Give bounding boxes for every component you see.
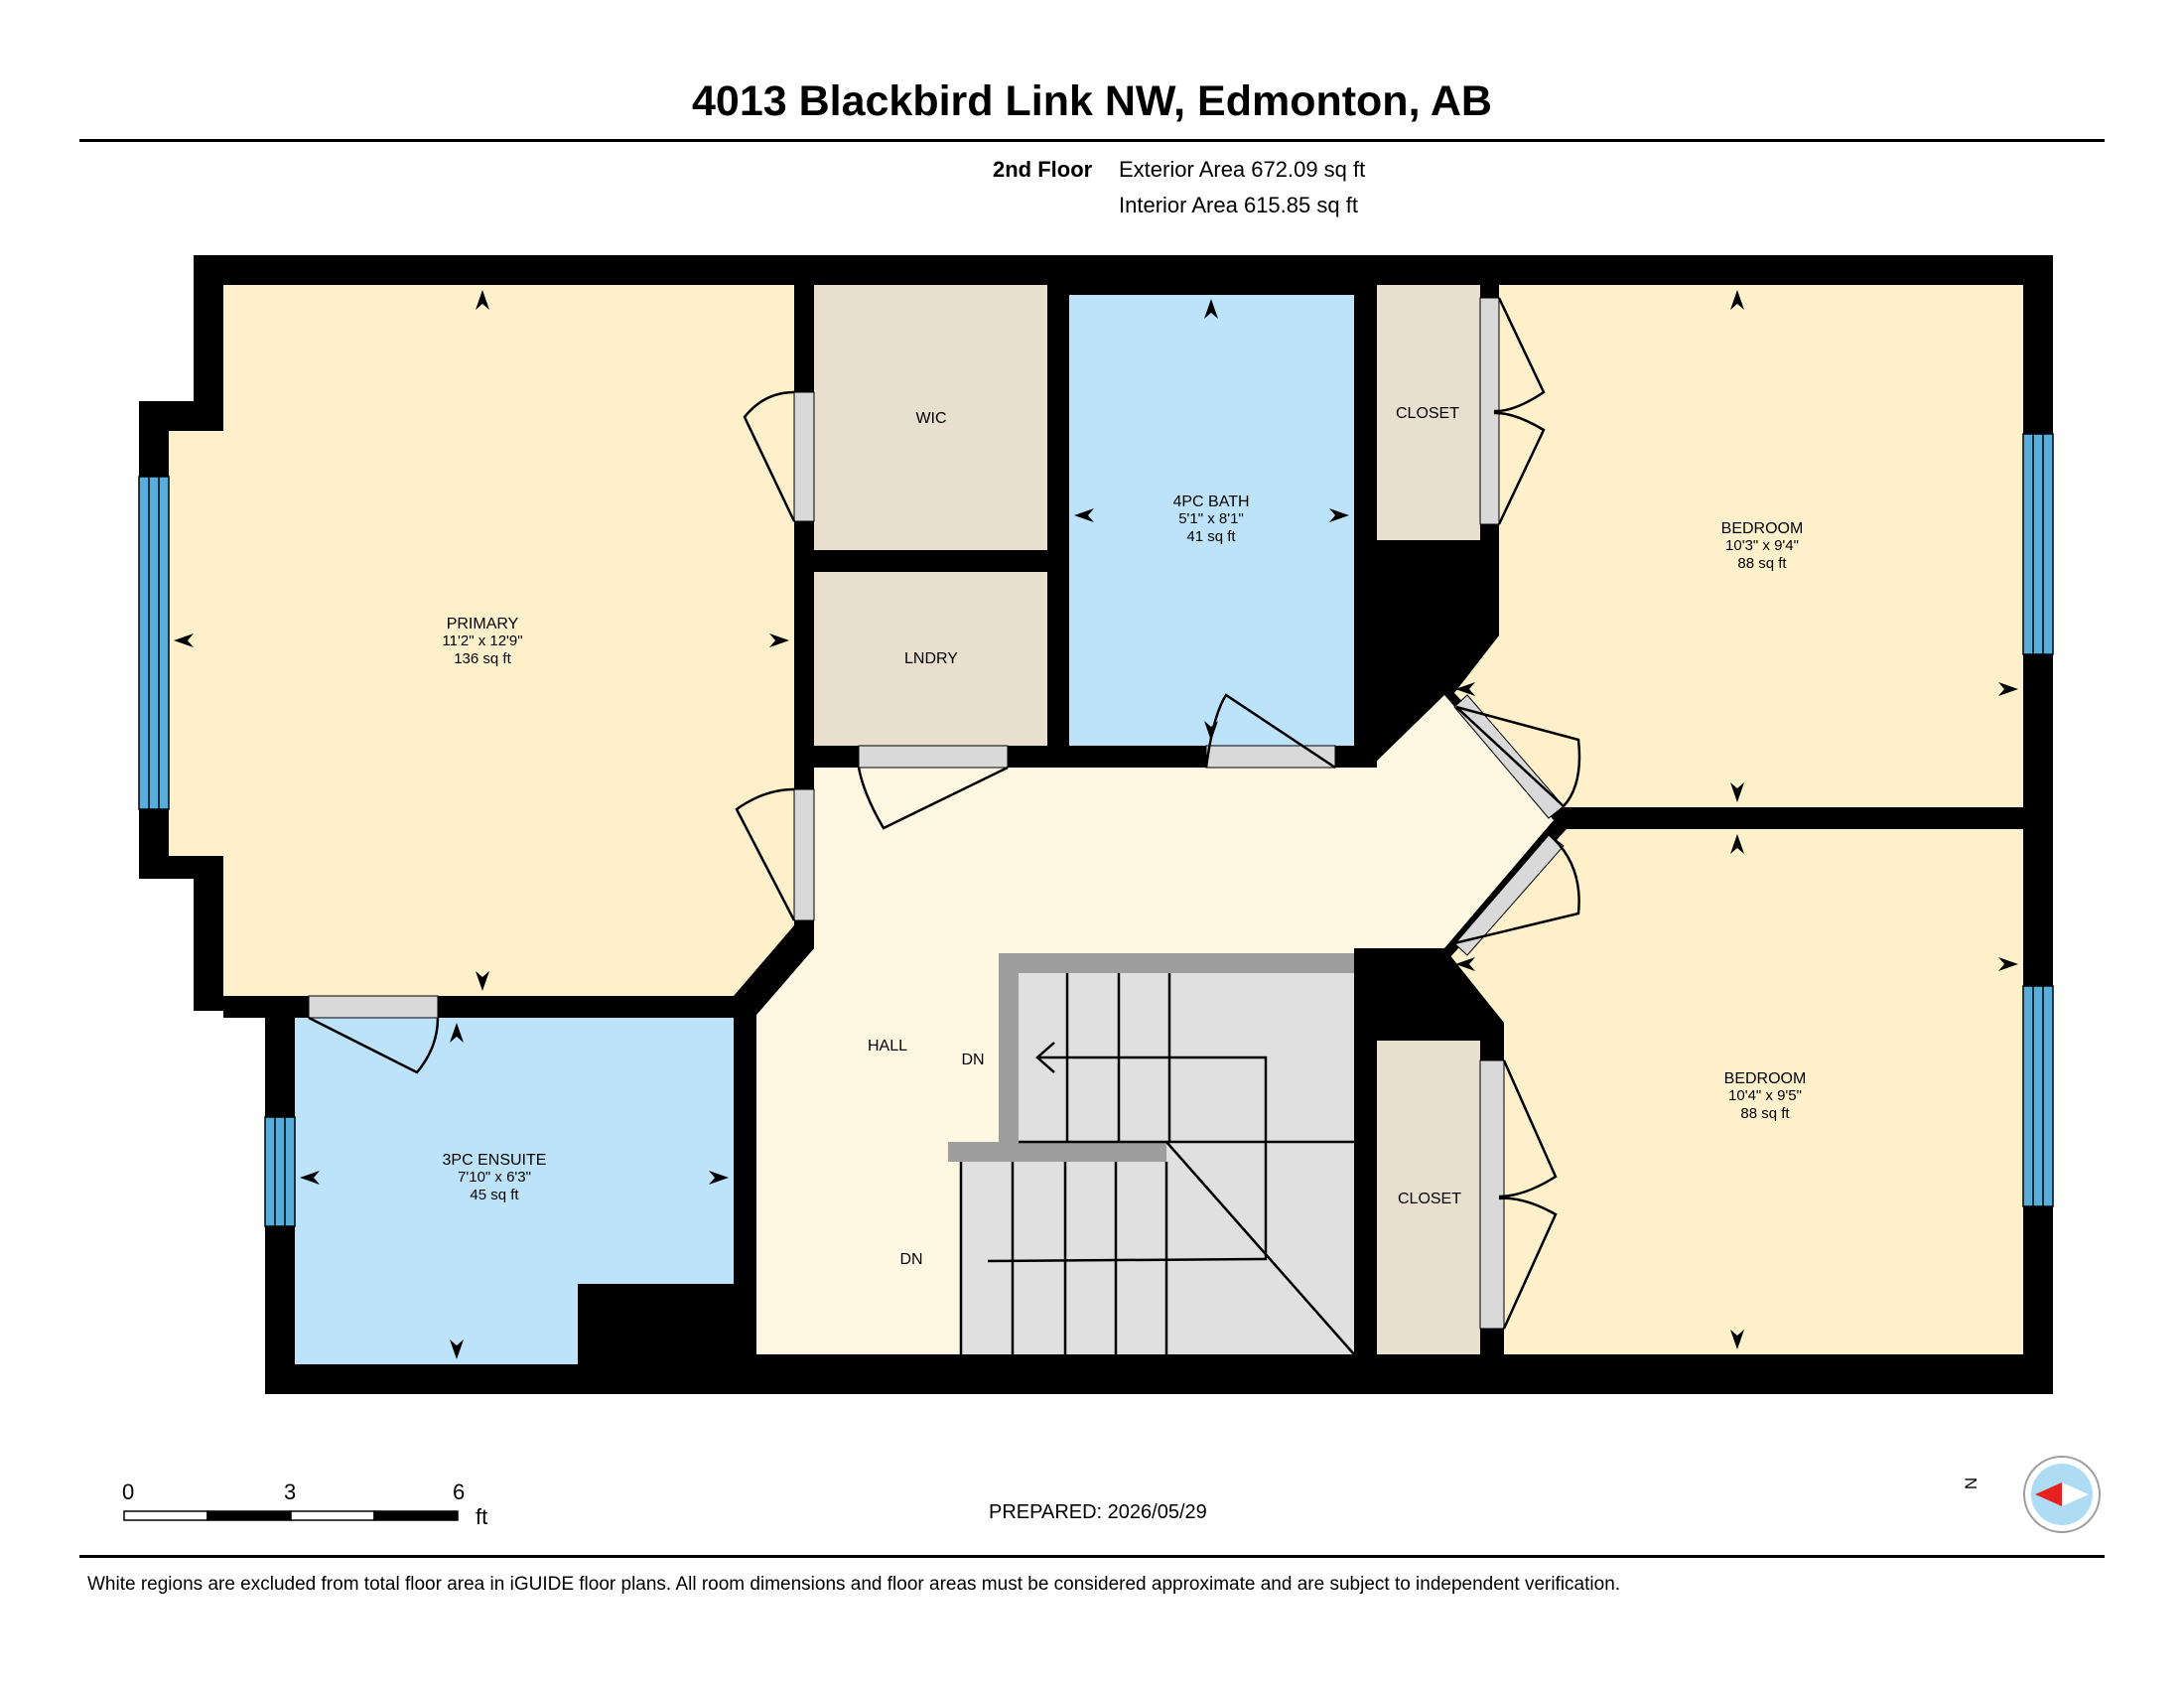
ensuite-floor bbox=[295, 1018, 734, 1364]
staircase bbox=[948, 953, 1355, 1355]
ensuite-area: 45 sq ft bbox=[470, 1187, 519, 1203]
closet-bottom-floor bbox=[1377, 1041, 1480, 1354]
closet-top-floor bbox=[1377, 285, 1480, 540]
header-rule bbox=[79, 139, 2105, 142]
bedroom-bottom-name: BEDROOM bbox=[1724, 1070, 1807, 1087]
bedroom-top-floor bbox=[1454, 285, 2023, 807]
closet-top-name: CLOSET bbox=[1396, 405, 1459, 422]
stairs-dn-top: DN bbox=[961, 1052, 984, 1068]
compass-icon bbox=[2023, 1456, 2101, 1533]
door-openings bbox=[308, 297, 1565, 1330]
scale-tick-0: 0 bbox=[122, 1479, 135, 1504]
laundry-floor bbox=[814, 572, 1047, 746]
wic-name: WIC bbox=[915, 410, 946, 427]
scale-tick-6: 6 bbox=[453, 1479, 466, 1504]
primary-name: PRIMARY bbox=[447, 616, 519, 633]
closet-bottom-name: CLOSET bbox=[1398, 1191, 1461, 1207]
bath-dims: 5'1" x 8'1" bbox=[1178, 510, 1244, 527]
door-swings bbox=[308, 297, 1581, 1330]
footer-rule bbox=[79, 1555, 2105, 1558]
primary-area: 136 sq ft bbox=[454, 650, 511, 667]
bedroom-top-area: 88 sq ft bbox=[1737, 555, 1787, 572]
bedroom-bottom-dims: 10'4" x 9'5" bbox=[1728, 1087, 1802, 1104]
exterior-area: Exterior Area 672.09 sq ft bbox=[1119, 157, 1366, 182]
prepared-date: PREPARED: 2026/05/29 bbox=[989, 1501, 1207, 1523]
scale-bar bbox=[123, 1510, 459, 1521]
dimension-arrows bbox=[174, 290, 2018, 1359]
bath-name: 4PC BATH bbox=[1172, 493, 1249, 510]
windows bbox=[138, 433, 2054, 1227]
primary-bedroom-floor bbox=[169, 285, 794, 996]
ensuite-name: 3PC ENSUITE bbox=[443, 1152, 547, 1169]
ensuite-dims: 7'10" x 6'3" bbox=[458, 1169, 531, 1186]
lndry-name: LNDRY bbox=[904, 650, 958, 667]
bedroom-bottom-area: 88 sq ft bbox=[1740, 1105, 1790, 1122]
scale-unit: ft bbox=[476, 1504, 488, 1529]
floor-label: 2nd Floor bbox=[993, 157, 1093, 182]
disclaimer: White regions are excluded from total fl… bbox=[87, 1574, 1621, 1595]
plan-title: 4013 Blackbird Link NW, Edmonton, AB bbox=[692, 77, 1492, 125]
compass-north-label: N bbox=[1962, 1477, 1981, 1490]
bedroom-top-dims: 10'3" x 9'4" bbox=[1725, 537, 1799, 554]
hall-name: HALL bbox=[868, 1038, 907, 1055]
bath-area: 41 sq ft bbox=[1186, 528, 1236, 545]
bath-floor bbox=[1069, 295, 1354, 746]
scale-tick-3: 3 bbox=[284, 1479, 297, 1504]
bedroom-bottom-floor bbox=[1449, 829, 2023, 1354]
bedroom-top-name: BEDROOM bbox=[1721, 520, 1804, 537]
wic-floor bbox=[814, 285, 1047, 550]
interior-area: Interior Area 615.85 sq ft bbox=[1119, 193, 1358, 217]
primary-dims: 11'2" x 12'9" bbox=[442, 633, 522, 649]
stairs-dn-bottom: DN bbox=[899, 1251, 922, 1268]
